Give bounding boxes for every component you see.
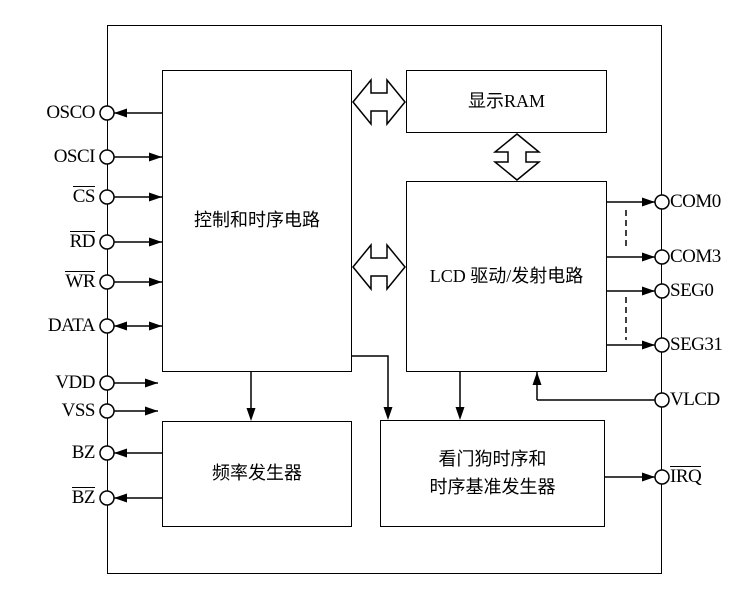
block-lcd-driver: LCD 驱动/发射电路	[406, 181, 607, 372]
pin-label-seg31: SEG31	[670, 334, 723, 355]
block-lcd-driver-label: LCD 驱动/发射电路	[429, 265, 584, 286]
block-watchdog-timing-label-line1: 看门狗时序和	[438, 448, 547, 469]
pin-label-bz: BZ	[71, 442, 96, 463]
block-control-timing: 控制和时序电路	[162, 70, 352, 372]
pin-label-vdd: VDD	[55, 372, 95, 393]
pin-label-vss: VSS	[61, 400, 96, 421]
pin-label-seg0: SEG0	[670, 280, 714, 301]
pin-label-vlcd: VLCD	[670, 389, 720, 410]
pin-label-com0: COM0	[670, 191, 721, 212]
pin-label-bz-bar: BZ	[71, 487, 96, 508]
block-display-ram-label: 显示RAM	[467, 90, 545, 111]
pin-label-irq: IRQ	[670, 466, 702, 487]
pin-label-data: DATA	[47, 315, 96, 336]
block-control-timing-label: 控制和时序电路	[194, 210, 320, 231]
pin-label-osci: OSCI	[53, 146, 96, 167]
block-frequency-generator-label: 频率发生器	[212, 463, 302, 484]
block-frequency-generator: 频率发生器	[162, 421, 352, 527]
block-watchdog-timing: 看门狗时序和 时序基准发生器	[380, 420, 605, 527]
block-watchdog-timing-label-line2: 时序基准发生器	[429, 476, 556, 497]
pin-label-cs: CS	[72, 186, 96, 207]
pin-label-rd: RD	[69, 231, 96, 252]
pin-label-wr: WR	[65, 271, 95, 292]
block-display-ram: 显示RAM	[406, 70, 607, 133]
pin-label-osco: OSCO	[46, 102, 95, 123]
pin-label-com3: COM3	[670, 246, 721, 267]
